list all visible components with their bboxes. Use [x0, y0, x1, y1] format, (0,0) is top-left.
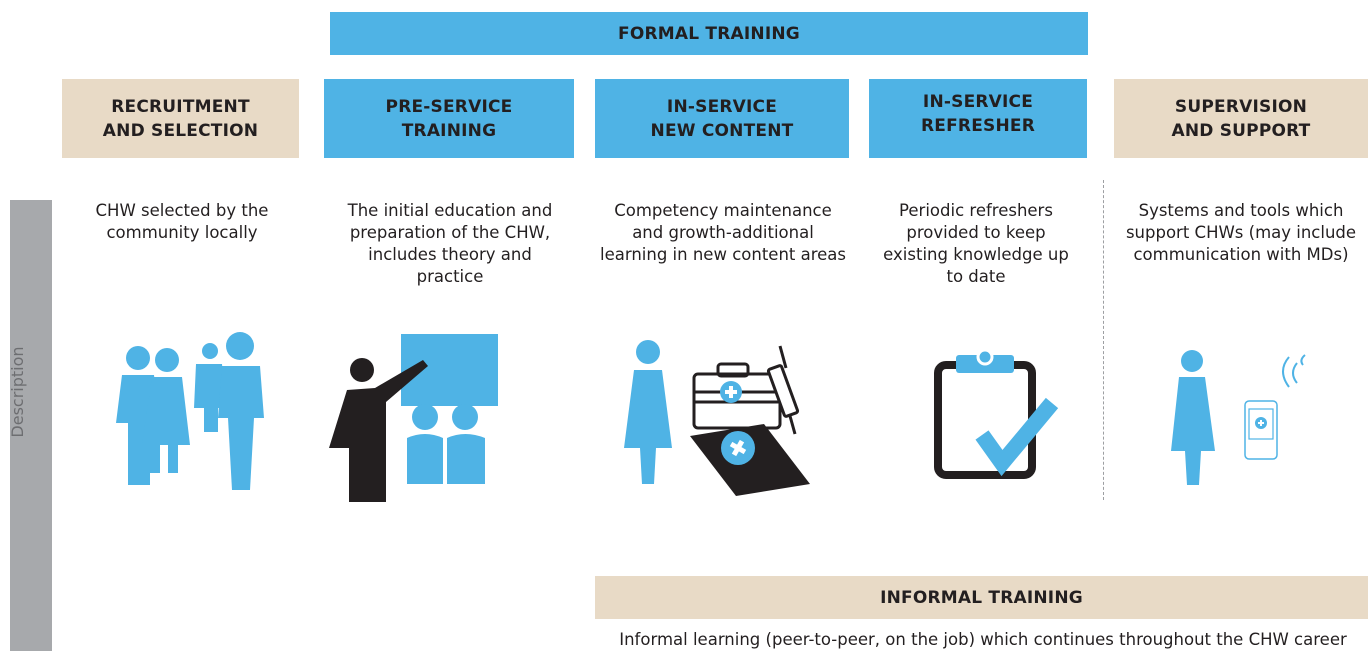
- supervision-description: Systems and tools which support CHWs (ma…: [1125, 201, 1357, 264]
- recruitment-header: RECRUITMENT AND SELECTION: [62, 79, 299, 158]
- in-service-refresher-title: IN-SERVICE REFRESHER: [921, 92, 1035, 136]
- in-service-new-content-title: IN-SERVICE NEW CONTENT: [650, 96, 794, 141]
- page-title-fragment: [70, 0, 330, 6]
- description-sidebar: [10, 200, 52, 651]
- recruitment-title: RECRUITMENT AND SELECTION: [102, 96, 259, 141]
- informal-training-label: INFORMAL TRAINING: [880, 587, 1083, 608]
- medical-kit-icon: [624, 340, 810, 496]
- teacher-icon: [329, 334, 498, 502]
- in-service-new-content-header: IN-SERVICE NEW CONTENT: [595, 79, 849, 158]
- supervision-header: SUPERVISION AND SUPPORT: [1114, 79, 1368, 158]
- pre-service-title: PRE-SERVICE TRAINING: [385, 96, 513, 141]
- dashed-divider: [1103, 180, 1104, 500]
- phone-communication-icon: [1171, 350, 1306, 485]
- formal-training-banner: FORMAL TRAINING: [330, 12, 1088, 55]
- family-icon: [116, 332, 264, 490]
- informal-training-description: Informal learning (peer-to-peer, on the …: [619, 630, 1347, 649]
- in-service-refresher-header: IN-SERVICE REFRESHER: [869, 79, 1087, 158]
- supervision-title: SUPERVISION AND SUPPORT: [1171, 96, 1311, 141]
- description-side-label: Description: [8, 346, 27, 438]
- recruitment-description: CHW selected by the community locally: [95, 201, 269, 242]
- clipboard-check-icon: [934, 348, 1059, 479]
- pre-service-header: PRE-SERVICE TRAINING: [324, 79, 574, 158]
- pre-service-description: The initial education and preparation of…: [347, 201, 553, 286]
- in-service-new-content-description: Competency maintenance and growth-additi…: [600, 201, 847, 264]
- formal-training-label: FORMAL TRAINING: [618, 23, 800, 44]
- informal-training-banner: INFORMAL TRAINING: [595, 576, 1368, 619]
- title-fragment-shape: [70, 0, 330, 6]
- in-service-refresher-description: Periodic refreshers provided to keep exi…: [883, 201, 1069, 286]
